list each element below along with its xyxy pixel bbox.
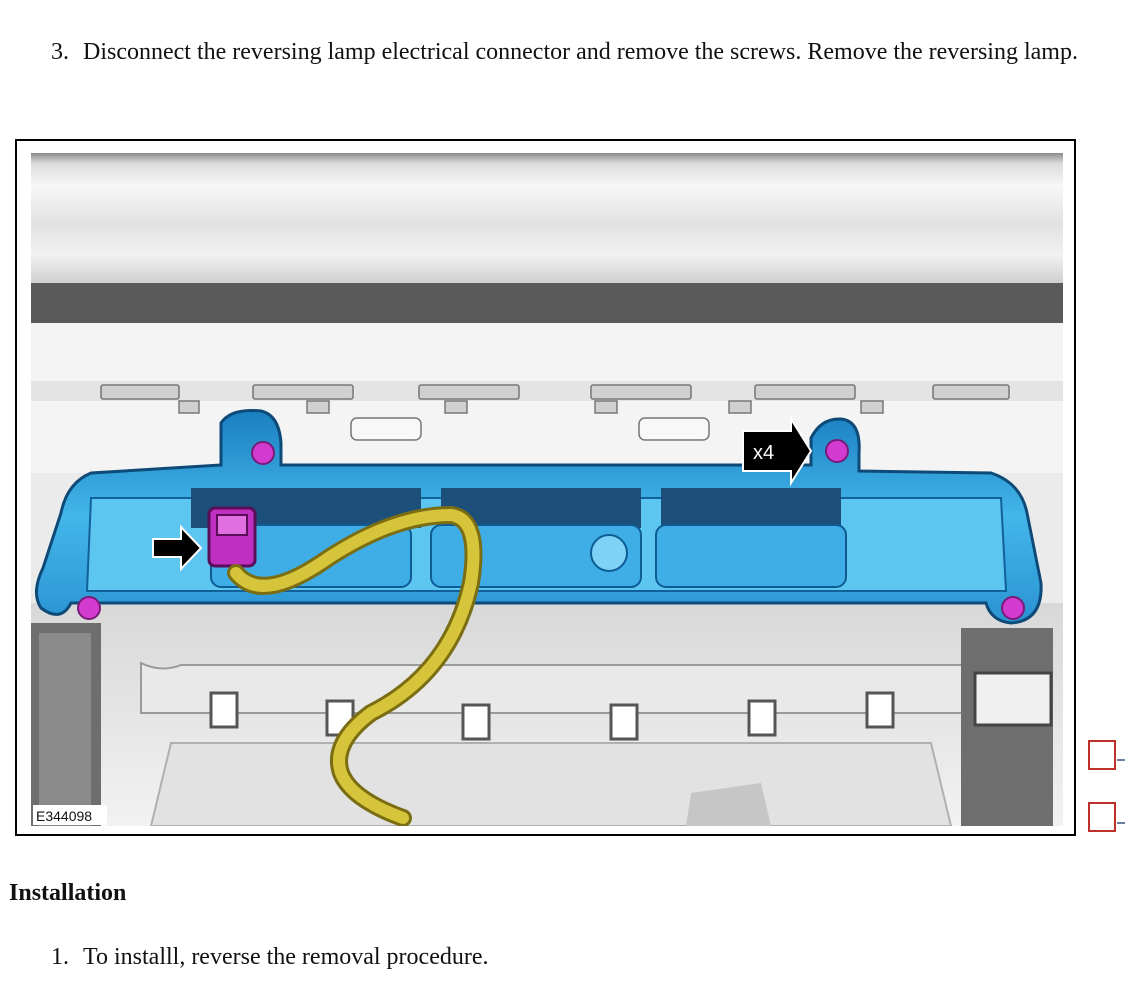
callout-label: x4 bbox=[753, 442, 774, 464]
side-marker-box bbox=[1088, 802, 1116, 832]
electrical-connector bbox=[207, 506, 257, 568]
screw bbox=[1001, 596, 1025, 620]
side-marker-tick bbox=[1117, 822, 1125, 824]
installation-step-1: 1. To installl, reverse the removal proc… bbox=[51, 942, 751, 974]
removal-step-3: 3. Disconnect the reversing lamp electri… bbox=[51, 37, 1101, 101]
screw bbox=[825, 439, 849, 463]
side-marker-box bbox=[1088, 740, 1116, 770]
step-text: To installl, reverse the removal procedu… bbox=[83, 944, 489, 970]
dark-seal-strip bbox=[31, 283, 1063, 323]
screw-arrow bbox=[742, 415, 813, 487]
screw bbox=[251, 441, 275, 465]
figure-id: E344098 bbox=[36, 808, 92, 824]
reversing-lamp-illustration: x4 E344098 bbox=[31, 153, 1063, 826]
procedure-figure: x4 E344098 bbox=[15, 139, 1076, 836]
screws bbox=[77, 439, 1025, 620]
step-text: Disconnect the reversing lamp electrical… bbox=[83, 39, 1078, 65]
step-number: 1. bbox=[51, 944, 69, 970]
lamp-lenses bbox=[210, 524, 847, 588]
side-marker-tick bbox=[1117, 759, 1125, 761]
step-number: 3. bbox=[51, 39, 69, 65]
panel-clips bbox=[100, 384, 1010, 441]
installation-heading: Installation bbox=[9, 880, 127, 906]
upper-trim-panel bbox=[31, 153, 1063, 283]
screw bbox=[77, 596, 101, 620]
lower-clips bbox=[209, 691, 895, 741]
connector-arrow bbox=[152, 524, 203, 572]
